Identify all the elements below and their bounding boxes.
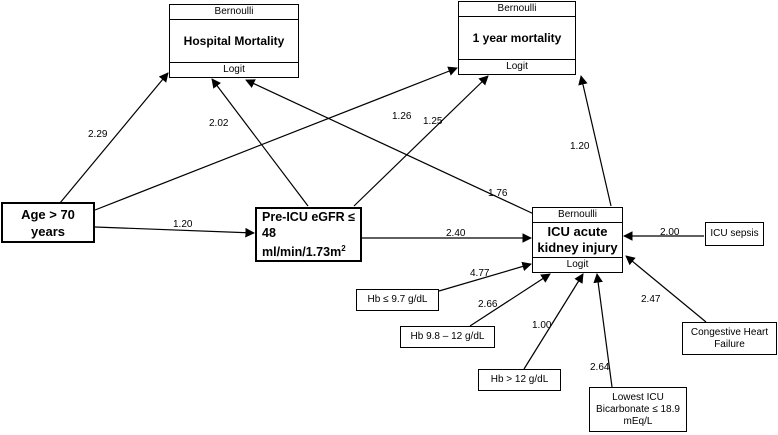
edge-label-11: 2.66 <box>478 299 498 310</box>
hospital-mortality-node: Bernoulli Hospital Mortality Logit <box>169 4 299 78</box>
egfr-label-line3: ml/min/1.73m2 <box>262 243 346 260</box>
icu-aki-label-line1: ICU acute <box>547 224 608 239</box>
icu-aki-label: ICU acute kidney injury <box>533 222 622 258</box>
age-label-line1: Age > 70 <box>21 206 75 222</box>
icu-sepsis-node: ICU sepsis <box>705 222 764 246</box>
icu-aki-node: Bernoulli ICU acute kidney injury Logit <box>532 207 623 273</box>
hb-mid-node: Hb 9.8 – 12 g/dL <box>400 326 495 348</box>
edge-arrow-5 <box>353 75 489 207</box>
edge-arrow-13 <box>593 273 613 388</box>
egfr-label-line1: Pre-ICU eGFR ≤ <box>262 209 355 224</box>
icu-aki-distribution: Bernoulli <box>533 208 622 223</box>
edge-arrow-3 <box>94 226 255 238</box>
edge-label-10: 4.77 <box>470 268 490 279</box>
age-node: Age > 70 years <box>1 202 95 243</box>
age-label-line2: years <box>31 223 65 239</box>
hb-low-node: Hb ≤ 9.7 g/dL <box>356 289 439 311</box>
chf-label-line1: Congestive Heart <box>690 326 769 338</box>
edge-label-14: 2.47 <box>641 294 661 305</box>
bicarbonate-label-line2: Bicarbonate ≤ 18.9 <box>596 403 680 415</box>
edge-label-4: 2.02 <box>209 118 229 129</box>
edge-label-7: 1.76 <box>488 188 508 199</box>
edge-label-8: 1.20 <box>570 141 590 152</box>
icu-sepsis-label: ICU sepsis <box>710 228 759 239</box>
icu-aki-link: Logit <box>533 257 622 272</box>
edge-label-9: 2.00 <box>660 227 680 238</box>
hb-mid-label: Hb 9.8 – 12 g/dL <box>410 331 485 342</box>
egfr-node: Pre-ICU eGFR ≤ 48 ml/min/1.73m2 <box>255 207 362 262</box>
chf-node: Congestive Heart Failure <box>682 322 777 355</box>
hb-high-node: Hb > 12 g/dL <box>478 369 561 391</box>
one-year-mortality-label: 1 year mortality <box>472 30 562 45</box>
edge-arrow-11 <box>469 273 551 327</box>
bicarbonate-node: Lowest ICU Bicarbonate ≤ 18.9 mEq/L <box>589 387 687 432</box>
hospital-mortality-distribution: Bernoulli <box>170 5 298 20</box>
egfr-label-line2: 48 <box>262 225 276 240</box>
edge-label-2: 1.26 <box>392 111 412 122</box>
edge-arrow-12 <box>523 273 584 370</box>
edge-arrow-7 <box>245 79 537 216</box>
one-year-mortality-node: Bernoulli 1 year mortality Logit <box>458 1 576 75</box>
edge-arrow-2 <box>94 66 458 211</box>
hospital-mortality-link: Logit <box>170 62 298 77</box>
hb-high-label: Hb > 12 g/dL <box>490 374 549 385</box>
edge-arrow-14 <box>625 255 707 323</box>
icu-aki-label-line2: kidney injury <box>537 240 618 255</box>
edge-label-5: 1.25 <box>423 116 443 127</box>
one-year-mortality-link: Logit <box>459 59 575 74</box>
chf-label-line2: Failure <box>714 338 745 350</box>
bicarbonate-label-line3: mEq/L <box>623 415 653 427</box>
edge-label-3: 1.20 <box>173 219 193 230</box>
edge-label-12: 1.00 <box>532 320 552 331</box>
bicarbonate-label-line1: Lowest ICU <box>612 391 664 403</box>
hb-low-label: Hb ≤ 9.7 g/dL <box>367 294 428 305</box>
edge-arrow-8 <box>578 75 612 207</box>
hospital-mortality-label: Hospital Mortality <box>183 33 285 48</box>
egfr-superscript: 2 <box>341 243 346 253</box>
edge-arrow-10 <box>438 261 532 292</box>
edge-label-13: 2.64 <box>590 362 610 373</box>
one-year-mortality-distribution: Bernoulli <box>459 2 575 17</box>
edge-label-1: 2.29 <box>88 129 108 140</box>
edge-arrow-1 <box>59 72 169 204</box>
edge-arrow-4 <box>211 78 309 207</box>
edge-label-6: 2.40 <box>446 228 466 239</box>
